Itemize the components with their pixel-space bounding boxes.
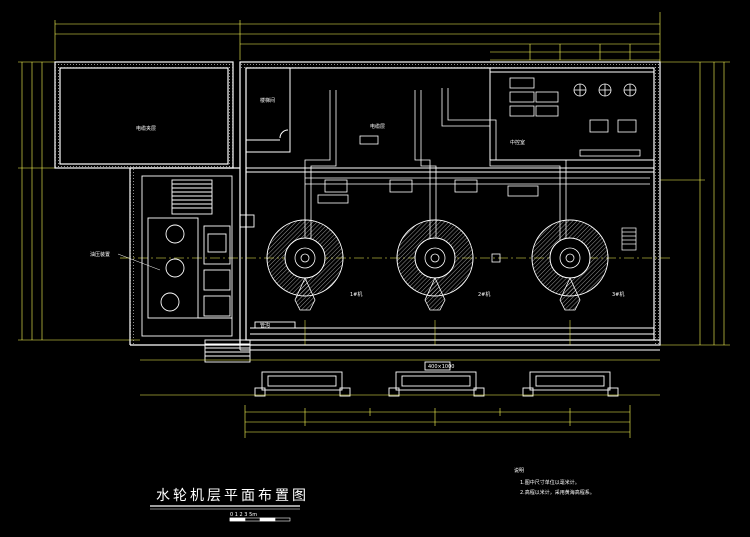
unit-3-label: 3#机: [612, 291, 624, 298]
left-equipment-room: [141, 175, 255, 337]
right-stair: [621, 227, 637, 251]
top-partitions: [245, 68, 654, 161]
axis-marker: [491, 253, 501, 263]
drawing-title: 水轮机层平面布置图: [156, 488, 309, 504]
equipment-leader: [117, 253, 161, 271]
notes-line-2: 2.高程以米计，采用黄海高程系。: [520, 489, 595, 496]
scale-bar: [229, 517, 291, 522]
bottom-trench: [204, 321, 660, 363]
turbine-unit-3: [531, 219, 609, 311]
turbine-unit-1: [266, 219, 344, 311]
notes-line-1: 1.图中尺寸单位以毫米计。: [520, 479, 580, 486]
room-label-central: 电缆层: [370, 123, 385, 130]
scale-bar-label: 0 1 2 3 5m: [230, 512, 257, 518]
tailrace-tag: 400×1000: [428, 364, 454, 370]
tailrace-structures: [239, 345, 660, 397]
turbine-unit-2: [396, 219, 474, 311]
left-dimension-lines: [18, 61, 140, 341]
room-label-top-left: 电缆夹层: [136, 125, 156, 132]
corridor-boxes: [317, 135, 539, 204]
top-dimension-lines: [54, 12, 661, 66]
notes-heading: 说明: [514, 467, 524, 474]
wall-fill: [55, 62, 660, 345]
room-label-stair: 楼梯间: [260, 97, 275, 104]
unit-2-label: 2#机: [478, 291, 490, 298]
unit-1-label: 1#机: [350, 291, 362, 298]
control-room-equipment: [509, 77, 641, 157]
central-partitions: [246, 167, 654, 173]
axis-ticks-bottom: [140, 320, 660, 396]
room-label-control: 中控室: [510, 139, 525, 146]
trench-label: 管沟: [260, 322, 270, 329]
bottom-dimension-lines: [244, 405, 631, 438]
cable-routes: [304, 88, 650, 250]
right-dimension-lines: [660, 61, 730, 346]
equipment-label: 油压装置: [90, 251, 110, 258]
